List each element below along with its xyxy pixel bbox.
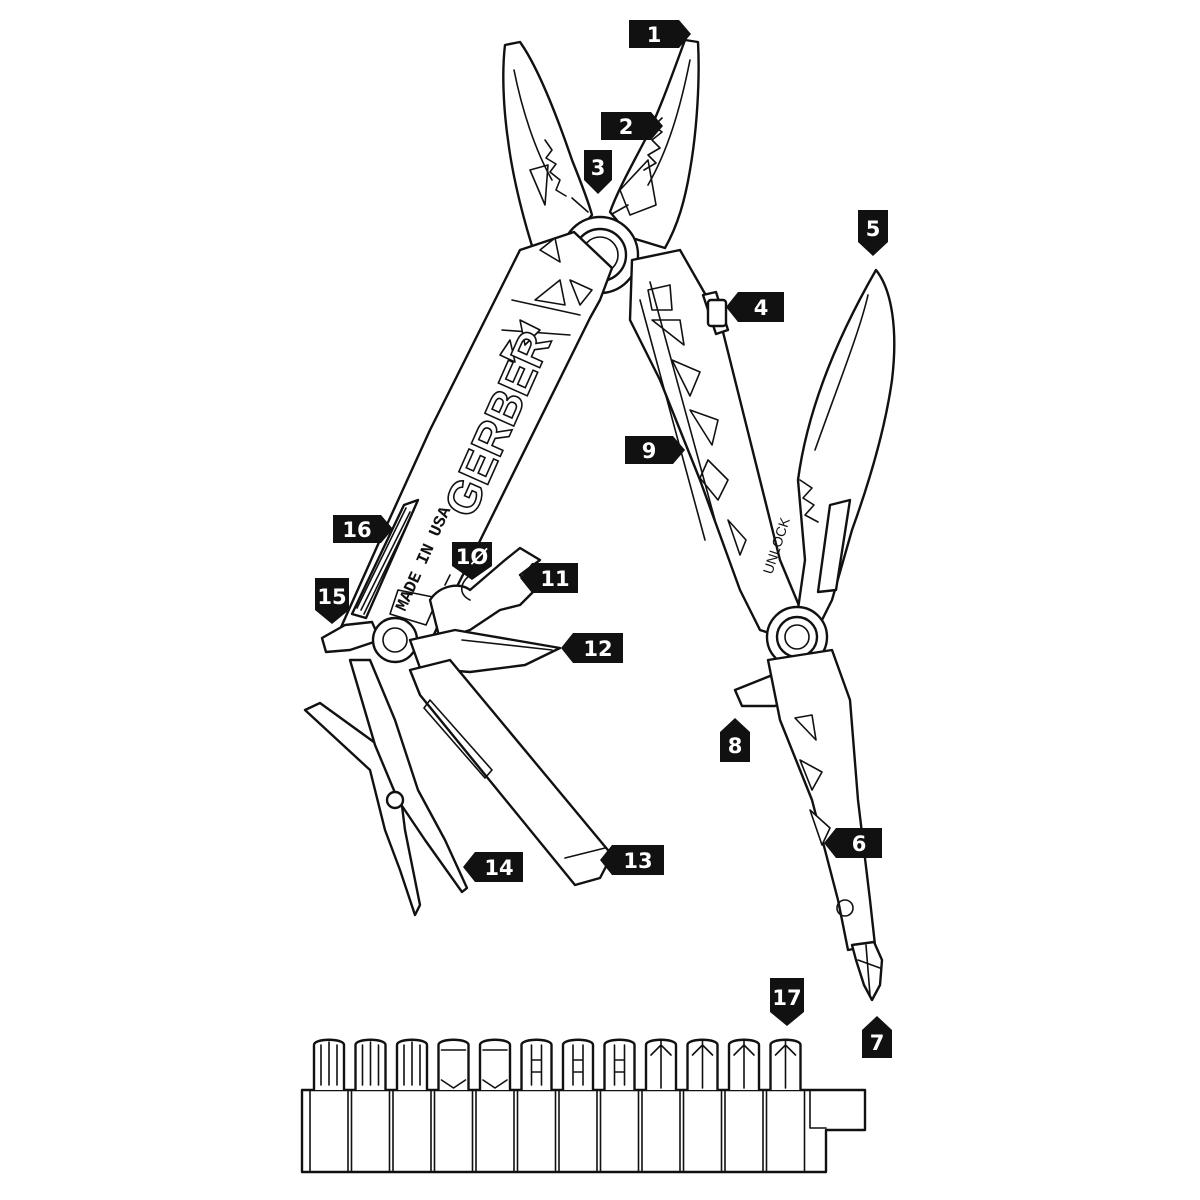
callout-marker (463, 852, 523, 882)
right-handle: UNLOCK (628, 248, 807, 642)
driver-bit (309, 1038, 349, 1173)
callout-c12: 12 (561, 633, 623, 663)
callout-marker (601, 112, 663, 140)
driver-bit (724, 1038, 764, 1173)
driver-bit (433, 1038, 474, 1173)
callout-label: 3 (591, 156, 606, 180)
scissors (303, 658, 469, 917)
callout-label: 16 (342, 518, 371, 542)
driver-bit (558, 1038, 598, 1173)
bit-holder (300, 1038, 867, 1174)
driver-bit (516, 1038, 557, 1173)
callout-c8: 8 (720, 718, 750, 762)
file-tool (350, 498, 420, 620)
callout-c4: 4 (726, 292, 784, 322)
callout-label: 15 (317, 585, 346, 609)
callout-c15: 15 (315, 578, 349, 624)
left-pivot (371, 616, 419, 664)
callout-c11: 11 (520, 563, 578, 593)
callout-label: 11 (540, 567, 569, 591)
callout-marker (720, 718, 750, 762)
callout-label: 14 (484, 856, 513, 880)
callout-label: 12 (583, 637, 612, 661)
callout-label: 17 (772, 986, 801, 1010)
driver-bit (392, 1038, 432, 1173)
callout-marker (600, 845, 664, 875)
callout-c6: 6 (824, 828, 882, 858)
bit-group (309, 1038, 806, 1173)
callout-label: 13 (623, 849, 652, 873)
callout-c10: 1Ø (452, 542, 492, 580)
callout-c2: 2 (601, 112, 663, 140)
callout-marker (520, 563, 578, 593)
callout-label: 1 (647, 23, 662, 47)
callout-label: 4 (754, 296, 769, 320)
callout-c3: 3 (584, 150, 612, 194)
callout-marker (584, 150, 612, 194)
callout-c1: 1 (629, 20, 691, 48)
flat-driver (408, 658, 614, 887)
callout-c7: 7 (862, 1016, 892, 1058)
callout-marker (629, 20, 691, 48)
left-handle: GERBER MADE IN USA (336, 230, 614, 650)
callout-marker (561, 633, 623, 663)
callout-marker (770, 978, 804, 1026)
callout-marker (726, 292, 784, 322)
callout-c14: 14 (463, 852, 523, 882)
callout-label: 6 (852, 832, 867, 856)
callout-c17: 17 (770, 978, 804, 1026)
can-opener-lever (320, 620, 382, 654)
callout-label: 9 (642, 439, 657, 463)
callout-marker (862, 1016, 892, 1058)
callout-marker (333, 515, 393, 543)
callout-marker (452, 542, 492, 580)
callout-c5: 5 (858, 210, 888, 256)
driver-bit (599, 1038, 640, 1173)
callout-label: 1Ø (456, 545, 489, 569)
callout-marker (625, 436, 685, 464)
bottle-opener (428, 546, 542, 642)
bit-driver (766, 648, 884, 1002)
callout-label: 7 (870, 1031, 885, 1055)
callout-c16: 16 (333, 515, 393, 543)
driver-bit (765, 1038, 806, 1173)
callout-label: 2 (619, 115, 634, 139)
callout-label: 8 (728, 734, 743, 758)
driver-bit (641, 1038, 681, 1173)
callout-marker (824, 828, 882, 858)
callout-c9: 9 (625, 436, 685, 464)
driver-bit (475, 1038, 515, 1173)
knife-blade (793, 268, 896, 642)
driver-bit (682, 1038, 723, 1173)
callout-label: 5 (866, 217, 881, 241)
callout-c13: 13 (600, 845, 664, 875)
callout-marker (858, 210, 888, 256)
callout-marker (315, 578, 349, 624)
driver-bit (350, 1038, 391, 1173)
